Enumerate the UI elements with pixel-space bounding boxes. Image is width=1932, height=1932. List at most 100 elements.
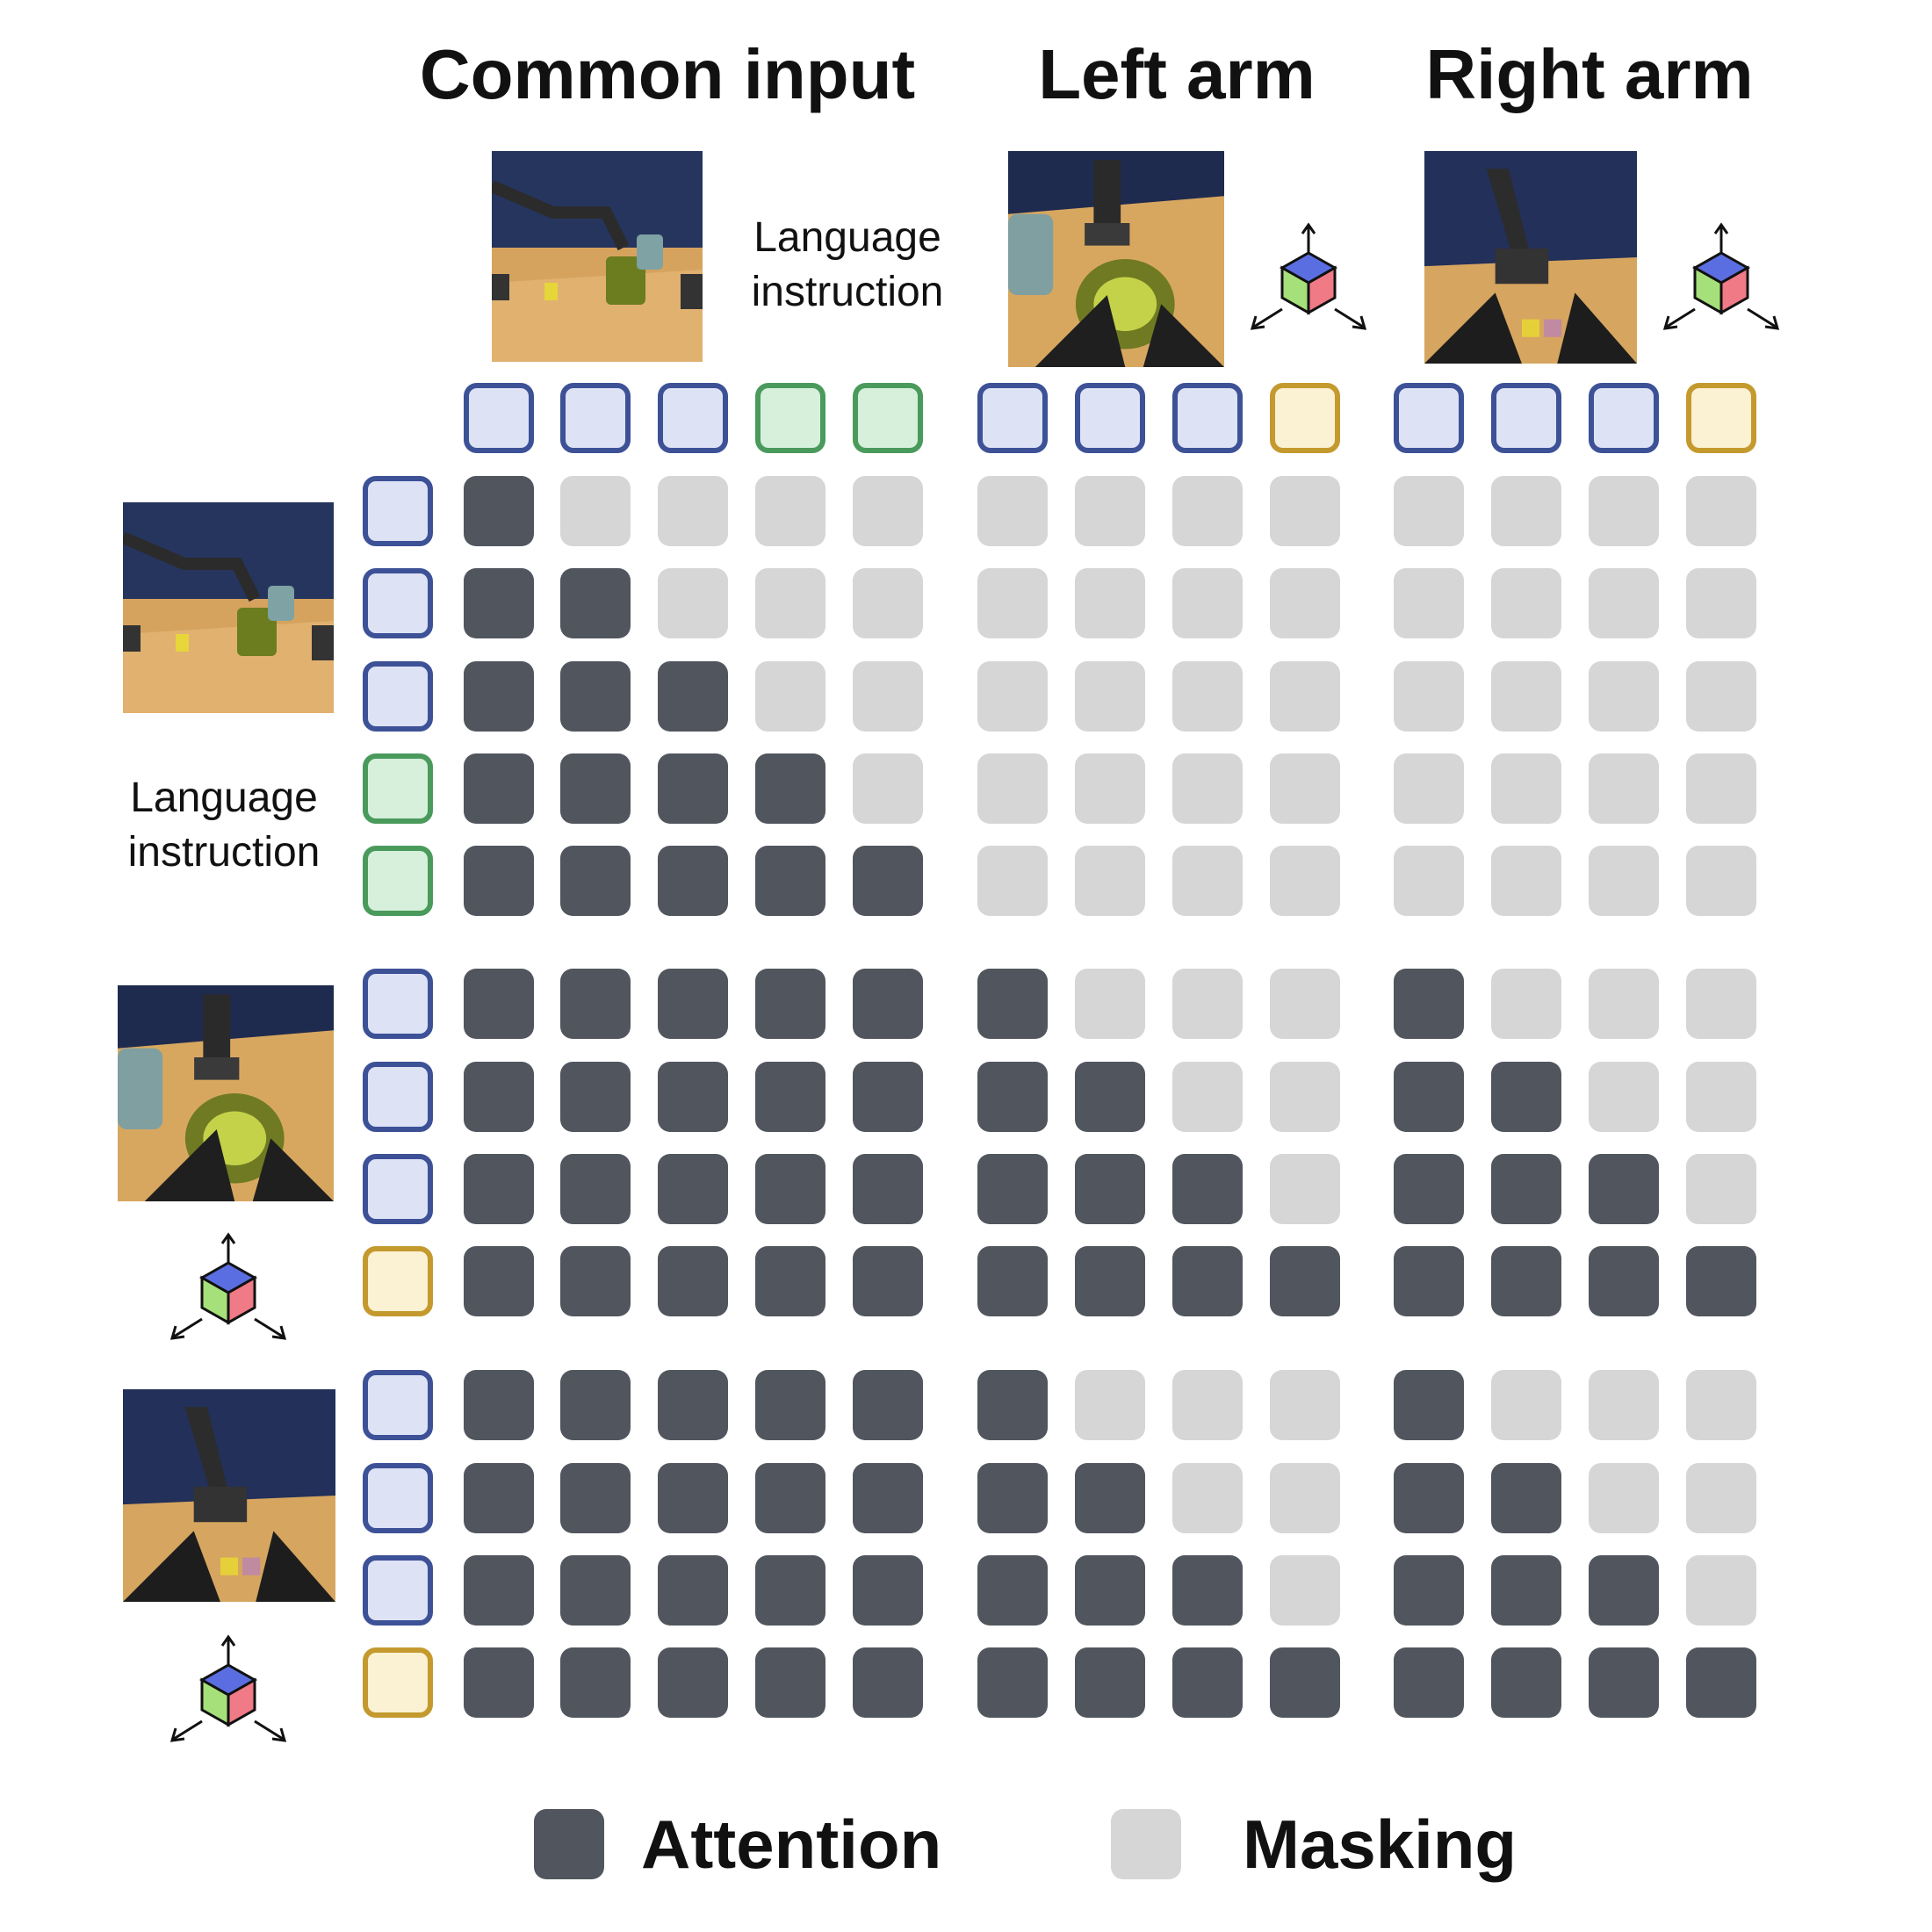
mask-cell-masked — [853, 568, 923, 638]
mask-cell-attention — [977, 1246, 1048, 1316]
mask-cell-attention — [560, 1370, 631, 1440]
mask-cell-attention — [1491, 1463, 1561, 1533]
mask-cell-attention — [1075, 1246, 1145, 1316]
mask-cell-masked — [1270, 661, 1340, 732]
mask-cell-masked — [1589, 476, 1659, 546]
mask-cell-masked — [1589, 846, 1659, 916]
mask-cell-attention — [1172, 1246, 1243, 1316]
axis-x-arrow — [169, 1727, 185, 1742]
mask-cell-attention — [1172, 1647, 1243, 1718]
mask-cell-masked — [1172, 568, 1243, 638]
mask-cell-masked — [1686, 969, 1756, 1039]
mask-cell-attention — [464, 1370, 534, 1440]
top-camera-view-icon — [492, 151, 703, 362]
mask-cell-attention — [1686, 1647, 1756, 1718]
mask-cell-attention — [977, 1062, 1048, 1132]
mask-cell-attention — [464, 1062, 534, 1132]
mask-cell-attention — [1394, 1647, 1464, 1718]
mask-cell-masked — [977, 661, 1048, 732]
mask-cell-attention — [1491, 1647, 1561, 1718]
row-token-image — [363, 661, 433, 732]
mask-cell-masked — [1270, 1062, 1340, 1132]
mask-cell-attention — [1075, 1463, 1145, 1533]
axis-z-arrow — [220, 1232, 236, 1244]
axis-x — [1253, 307, 1283, 328]
mask-cell-masked — [1172, 1062, 1243, 1132]
mask-cell-masked — [1686, 1370, 1756, 1440]
mask-cell-attention — [1394, 1246, 1464, 1316]
mask-cell-attention — [464, 1555, 534, 1626]
mask-cell-masked — [1172, 1463, 1243, 1533]
mask-cell-attention — [464, 1463, 534, 1533]
mask-cell-attention — [977, 1154, 1048, 1224]
header-left-arm: Left arm — [1038, 35, 1316, 113]
row-token-language — [363, 846, 433, 916]
mask-cell-masked — [1589, 969, 1659, 1039]
mask-cell-masked — [1270, 846, 1340, 916]
legend-masking-swatch — [1111, 1809, 1181, 1879]
cube-right-face — [227, 1275, 256, 1325]
axis-y-arrow — [1352, 315, 1367, 330]
column-token-language — [853, 383, 923, 453]
left-wrist-camera-view-icon — [118, 985, 334, 1201]
axis-x — [1666, 307, 1696, 328]
column-token-image — [560, 383, 631, 453]
mask-cell-attention — [853, 1463, 923, 1533]
mask-cell-masked — [1270, 969, 1340, 1039]
mask-cell-attention — [658, 1246, 728, 1316]
axis-x-arrow — [1662, 315, 1678, 330]
mask-cell-masked — [1491, 476, 1561, 546]
mask-cell-attention — [977, 1463, 1048, 1533]
row-left-proprio-icon — [167, 1229, 290, 1352]
axis-z-arrow — [220, 1634, 236, 1647]
mask-cell-attention — [1394, 1370, 1464, 1440]
row-token-image — [363, 476, 433, 546]
axis-z-arrow — [1301, 222, 1316, 234]
mask-cell-attention — [560, 1647, 631, 1718]
column-token-image — [1589, 383, 1659, 453]
mask-cell-masked — [1172, 661, 1243, 732]
mask-cell-attention — [560, 969, 631, 1039]
legend-attention-swatch — [534, 1809, 604, 1879]
axis-y — [1747, 307, 1777, 328]
mask-cell-masked — [1686, 476, 1756, 546]
row-token-image — [363, 969, 433, 1039]
right-wrist-thumbnail — [1424, 151, 1637, 364]
mask-cell-attention — [1394, 1062, 1464, 1132]
axis-y-arrow — [1764, 315, 1780, 330]
mask-cell-attention — [560, 568, 631, 638]
mask-cell-masked — [977, 846, 1048, 916]
mask-cell-masked — [1491, 753, 1561, 824]
mask-cell-attention — [560, 753, 631, 824]
mask-cell-masked — [1270, 753, 1340, 824]
mask-cell-masked — [1075, 476, 1145, 546]
mask-cell-attention — [658, 1370, 728, 1440]
mask-cell-masked — [1686, 661, 1756, 732]
mask-cell-attention — [560, 661, 631, 732]
mask-cell-attention — [1394, 1555, 1464, 1626]
column-language-label-line2: instruction — [751, 269, 944, 315]
mask-cell-masked — [1589, 1463, 1659, 1533]
right-arm-proprio-icon — [1660, 220, 1783, 342]
row-language-label: Language instruction — [97, 771, 351, 880]
mask-cell-masked — [1686, 1555, 1756, 1626]
mask-cell-attention — [1686, 1246, 1756, 1316]
mask-cell-attention — [1589, 1246, 1659, 1316]
mask-cell-attention — [853, 1062, 923, 1132]
row-token-image — [363, 1370, 433, 1440]
mask-cell-masked — [1589, 661, 1659, 732]
mask-cell-masked — [1686, 846, 1756, 916]
mask-cell-attention — [1270, 1246, 1340, 1316]
mask-cell-masked — [658, 476, 728, 546]
mask-cell-attention — [658, 661, 728, 732]
axis-y-arrow — [271, 1325, 287, 1340]
mask-cell-attention — [755, 1463, 825, 1533]
mask-cell-attention — [1491, 1154, 1561, 1224]
column-token-proprio — [1270, 383, 1340, 453]
axis-y — [1334, 307, 1364, 328]
axis-x — [173, 1719, 203, 1741]
mask-cell-attention — [1394, 969, 1464, 1039]
row-language-label-line2: instruction — [127, 829, 321, 876]
column-token-proprio — [1686, 383, 1756, 453]
